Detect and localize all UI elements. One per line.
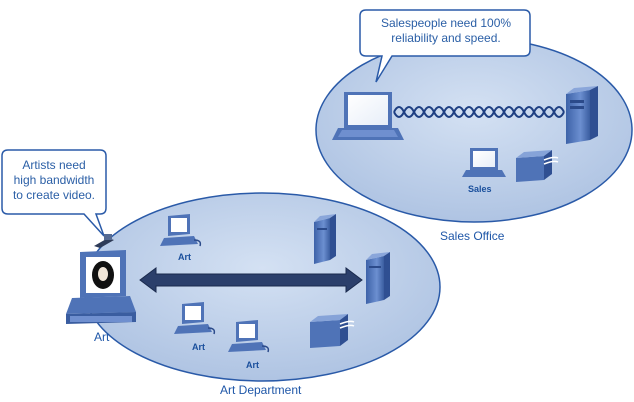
sales-callout-line-1: Salespeople need 100% (380, 16, 512, 30)
sales-small-laptop-icon (462, 148, 506, 177)
art-department-label: Art Department (220, 383, 302, 397)
art-pc-bottom-right-label: Art (246, 360, 259, 370)
sales-callout-text: Salespeople need 100% reliability and sp… (364, 16, 528, 46)
wireless-link (393, 106, 565, 118)
art-callout (1, 149, 107, 237)
art-pc-bottom-left-label: Art (192, 342, 205, 352)
art-printer-icon (310, 314, 355, 348)
art-server-upper-icon (314, 214, 336, 264)
sales-printer-icon (516, 150, 559, 182)
sales-laptop-icon (332, 92, 404, 140)
art-callout-text: Artists need high bandwidth to create vi… (4, 158, 104, 203)
sales-callout-line-2: reliability and speed. (391, 31, 501, 45)
sales-office-label: Sales Office (440, 229, 505, 243)
art-pc-top-icon (160, 214, 202, 247)
art-pc-top-label: Art (178, 252, 191, 262)
sales-callout (359, 9, 531, 83)
art-workstation-label: Art (94, 330, 110, 344)
art-server-right-icon (366, 252, 390, 304)
sales-laptop-label: Sales (468, 184, 492, 194)
art-workstation-icon (66, 234, 136, 324)
art-callout-line-1: Artists need (22, 158, 86, 172)
art-callout-line-2: high bandwidth (13, 173, 95, 187)
bandwidth-arrow (139, 267, 363, 293)
art-pc-bottom-right-icon (228, 320, 270, 353)
art-pc-bottom-left-icon (174, 302, 216, 335)
sales-server-icon (566, 86, 598, 144)
art-callout-line-3: to create video. (12, 188, 96, 202)
